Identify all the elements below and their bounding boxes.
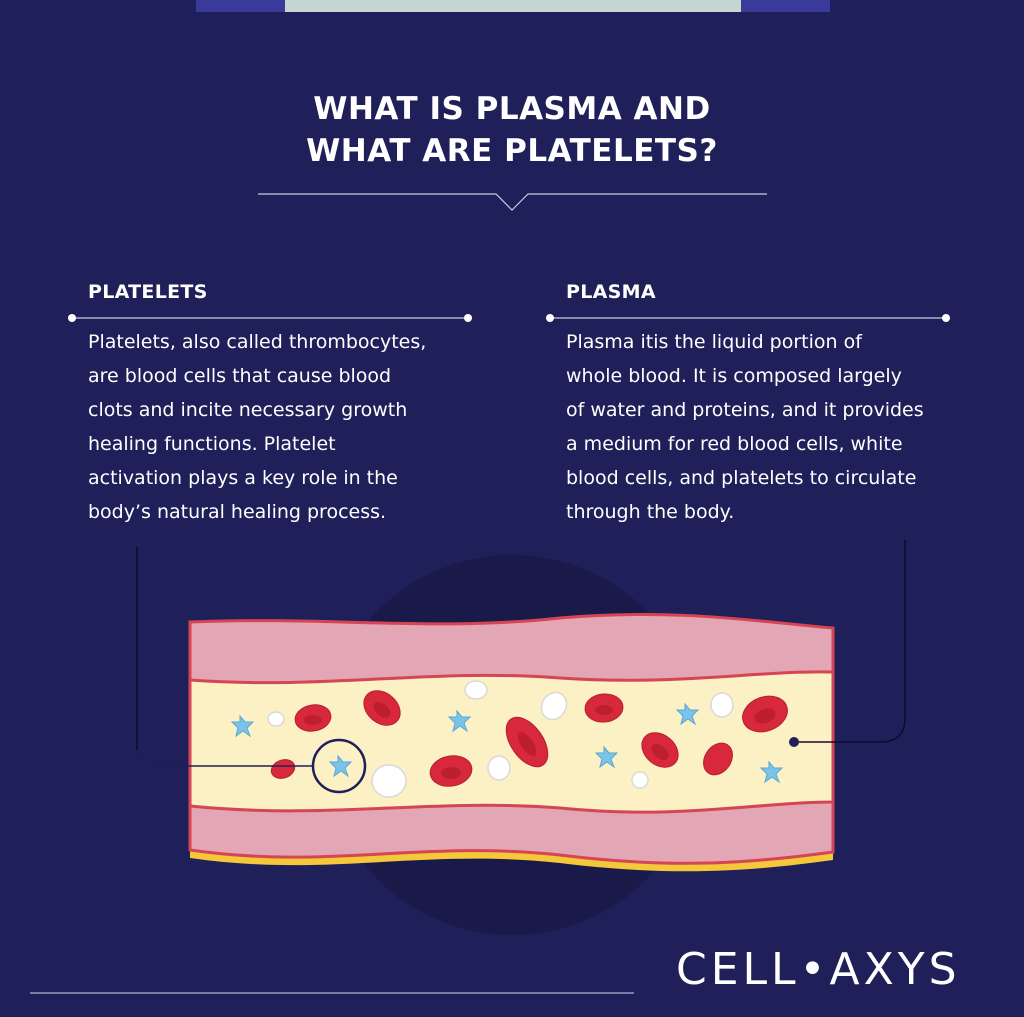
- plasma-description: Plasma itis the liquid portion of whole …: [566, 325, 986, 529]
- plasma-line-5: blood cells, and platelets to circulate: [566, 467, 917, 489]
- title-divider: [258, 193, 767, 211]
- white-cell: [540, 691, 568, 721]
- platelets-line-6: body’s natural healing process.: [88, 501, 387, 523]
- vessel-outer-edge: [190, 850, 833, 872]
- platelet: [447, 709, 472, 733]
- footer-divider: [30, 992, 634, 994]
- title-line-2: WHAT ARE PLATELETS?: [306, 133, 718, 169]
- platelet: [328, 754, 353, 778]
- plasma-callout-dot: [789, 737, 799, 747]
- white-cell: [487, 755, 511, 781]
- platelet: [675, 702, 700, 726]
- platelets-line-4: healing functions. Platelet: [88, 433, 336, 455]
- platelet: [594, 745, 619, 769]
- platelets-callout-line: [136, 547, 313, 767]
- plasma-line-2: whole blood. It is composed largely: [566, 365, 902, 387]
- white-cell: [464, 680, 488, 700]
- platelets-heading: PLATELETS: [88, 281, 208, 303]
- plasma-line-1: Plasma itis the liquid portion of: [566, 331, 862, 353]
- red-cell: [270, 759, 296, 779]
- platelets-line-5: activation plays a key role in the: [88, 467, 398, 489]
- platelets-description: Platelets, also called thrombocytes, are…: [88, 325, 488, 529]
- platelets-divider: [68, 314, 472, 322]
- logo-text: CELL•AXYS: [676, 944, 961, 995]
- platelets: [230, 702, 784, 784]
- blood-vessel-illustration: [136, 540, 906, 935]
- cellaxys-logo: CELL•AXYS: [676, 940, 1006, 1000]
- white-cell: [710, 692, 734, 718]
- red-cell: [703, 742, 733, 776]
- page-title: WHAT IS PLASMA AND WHAT ARE PLATELETS?: [0, 88, 1024, 172]
- platelets-line-2: are blood cells that cause blood: [88, 365, 392, 387]
- plasma-heading: PLASMA: [566, 281, 656, 303]
- platelet: [759, 760, 784, 784]
- white-cell: [631, 771, 649, 789]
- white-blood-cells: [267, 680, 734, 798]
- plasma-callout-line: [794, 540, 906, 743]
- white-cell: [371, 764, 407, 798]
- title-line-1: WHAT IS PLASMA AND: [313, 91, 711, 127]
- plasma-line-6: through the body.: [566, 501, 735, 523]
- plasma-divider: [546, 314, 950, 322]
- plasma-line-3: of water and proteins, and it provides: [566, 399, 924, 421]
- plasma-line-4: a medium for red blood cells, white: [566, 433, 903, 455]
- platelets-line-3: clots and incite necessary growth: [88, 399, 408, 421]
- platelets-line-1: Platelets, also called thrombocytes,: [88, 331, 427, 353]
- white-cell: [267, 711, 285, 727]
- top-decoration-bar-inner: [285, 0, 741, 12]
- platelet: [230, 714, 255, 738]
